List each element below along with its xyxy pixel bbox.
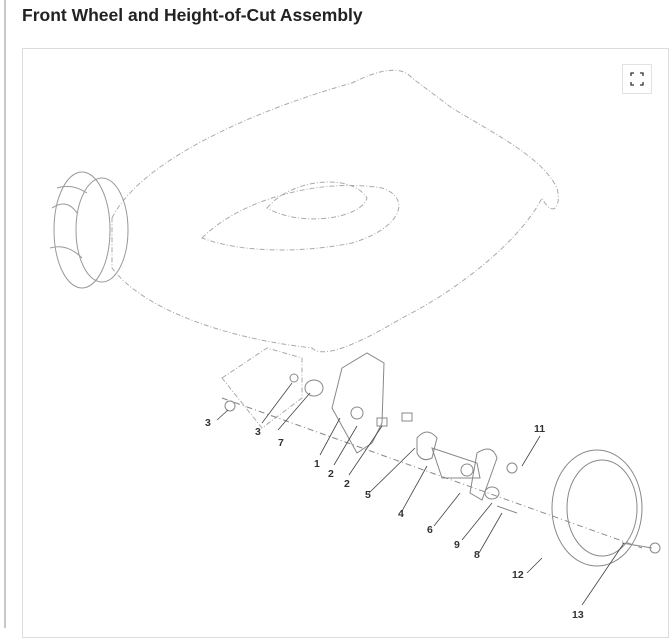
expand-button[interactable] <box>622 64 652 94</box>
callout-3a: 3 <box>205 417 211 429</box>
callout-3b: 3 <box>255 426 261 438</box>
callout-1: 1 <box>314 458 320 470</box>
callout-13: 13 <box>572 609 584 621</box>
diagram-frame <box>22 48 669 638</box>
callout-4: 4 <box>398 508 404 520</box>
expand-icon <box>630 72 644 86</box>
left-border <box>4 0 6 628</box>
callout-6: 6 <box>427 524 433 536</box>
callout-11: 11 <box>534 423 545 435</box>
parts-diagram: 3 3 7 1 2 2 5 4 6 9 8 11 12 13 <box>49 69 661 621</box>
callout-2b: 2 <box>344 478 350 490</box>
callout-12: 12 <box>512 569 524 581</box>
callout-2a: 2 <box>328 468 334 480</box>
leader-lines <box>216 382 625 606</box>
callout-8: 8 <box>474 549 480 561</box>
page-title: Front Wheel and Height-of-Cut Assembly <box>22 5 363 25</box>
mower-deck <box>111 69 559 429</box>
callout-5: 5 <box>365 489 371 501</box>
callout-7: 7 <box>278 437 284 449</box>
rear-wheel <box>49 171 129 289</box>
wheel-assembly-parts <box>221 352 661 567</box>
callout-9: 9 <box>454 539 460 551</box>
